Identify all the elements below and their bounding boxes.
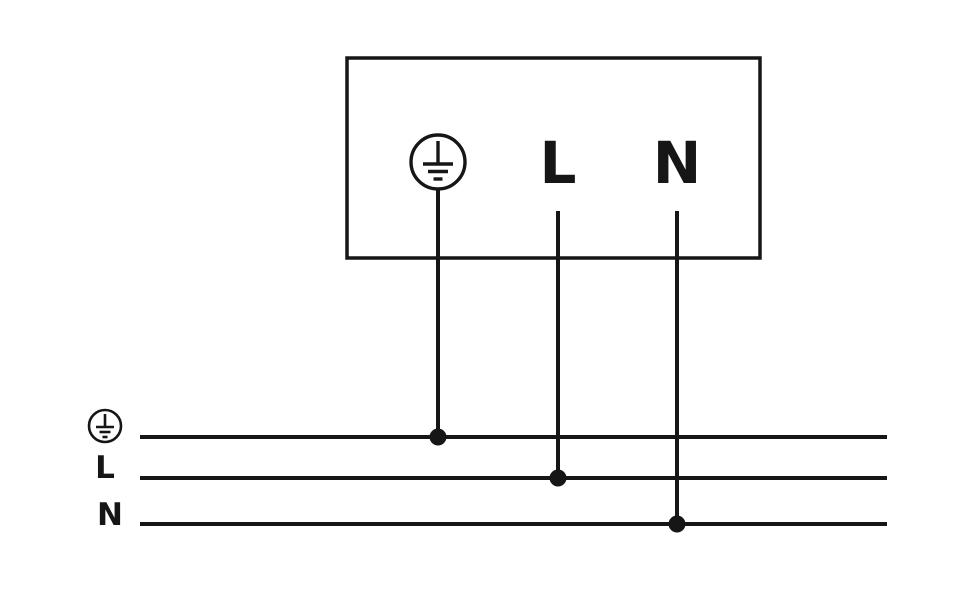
terminal-box [345,56,762,260]
earth-icon-small-circle [87,408,123,444]
earth-icon [409,133,467,191]
junction-neutral [668,515,686,533]
earth-icon-small [87,408,123,444]
terminal-label-line: L [540,129,577,197]
junction-line [549,469,567,487]
supply-label-neutral: N [97,497,123,533]
terminal-label-neutral: N [653,129,702,197]
junction-pe [429,428,447,446]
supply-label-line: L [95,450,115,486]
